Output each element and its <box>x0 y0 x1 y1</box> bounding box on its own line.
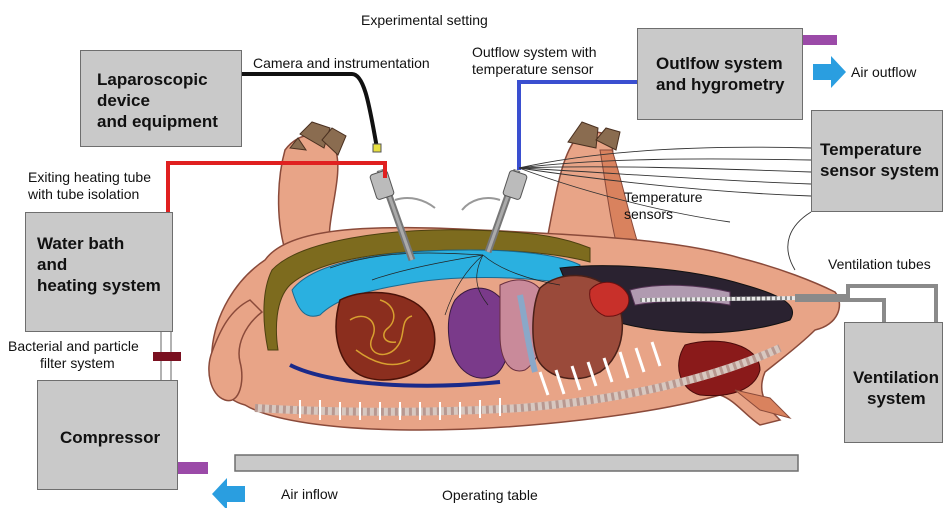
air-outflow-arrow <box>813 56 846 88</box>
compressor-label: Compressor <box>60 427 160 448</box>
compressor-line <box>161 332 171 355</box>
heating-tube-label: Exiting heating tube with tube isolation <box>28 169 151 203</box>
temperature-sensors-label-2: sensors <box>624 206 703 223</box>
laparoscopic-label-1: Laparoscopic <box>97 69 218 90</box>
ventilation-box-label-2: system <box>853 388 939 409</box>
ventilation-system-box: Ventilation system <box>844 322 943 443</box>
temperature-sensor-box: Temperature sensor system <box>811 110 943 212</box>
heating-tube-label-2: with tube isolation <box>28 186 151 203</box>
filter-label-2: filter system <box>8 355 139 372</box>
filter-label-1: Bacterial and particle <box>8 338 139 355</box>
operating-table <box>235 455 798 471</box>
laparoscopic-label-3: and equipment <box>97 111 218 132</box>
outflow-box-label-1: Outlfow system <box>656 53 784 74</box>
laparoscopic-device-box: Laparoscopic device and equipment <box>80 50 242 147</box>
intestines <box>336 293 435 381</box>
air-inflow-label: Air inflow <box>281 486 338 503</box>
temperature-box-label-1: Temperature <box>820 139 939 160</box>
water-bath-label-3: heating system <box>37 275 161 296</box>
operating-table-label: Operating table <box>442 487 538 504</box>
compressor-box: Compressor <box>37 380 178 490</box>
outflow-box-label-2: and hygrometry <box>656 74 784 95</box>
heating-tube-label-1: Exiting heating tube <box>28 169 151 186</box>
air-outflow-label: Air outflow <box>851 64 916 81</box>
water-bath-label-1: Water bath <box>37 233 161 254</box>
outflow-sensor-label-1: Outflow system with <box>472 44 596 61</box>
temperature-box-label-2: sensor system <box>820 160 939 181</box>
outflow-sensor-label-2: temperature sensor <box>472 61 596 78</box>
outflow-sensor-label: Outflow system with temperature sensor <box>472 44 596 78</box>
water-bath-box: Water bath and heating system <box>25 212 173 332</box>
outflow-connector <box>803 35 837 45</box>
diagram-title: Experimental setting <box>361 12 488 29</box>
outflow-hygrometry-box: Outlfow system and hygrometry <box>637 28 803 120</box>
ventilation-tubes-label: Ventilation tubes <box>828 256 931 273</box>
filter <box>153 352 181 361</box>
heating-tube <box>168 163 385 212</box>
air-inflow-arrow <box>212 478 245 508</box>
temperature-sensors-label: Temperature sensors <box>624 189 703 223</box>
filter-label: Bacterial and particle filter system <box>8 338 139 372</box>
laparoscopic-label-2: device <box>97 90 218 111</box>
ventilation-box-label-1: Ventilation <box>853 367 939 388</box>
water-bath-label-2: and <box>37 254 161 275</box>
compressor-connector <box>177 462 208 474</box>
camera-label: Camera and instrumentation <box>253 55 430 72</box>
temperature-sensors-label-1: Temperature <box>624 189 703 206</box>
